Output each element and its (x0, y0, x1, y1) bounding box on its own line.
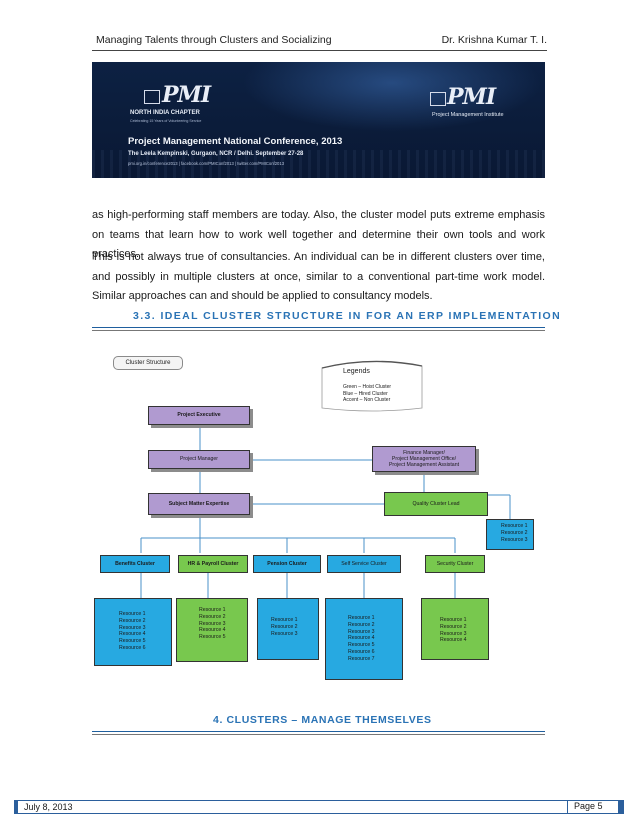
security-resources: Resource 1 Resource 2 Resource 3 Resourc… (421, 598, 489, 660)
section-rule-top (92, 327, 545, 328)
legend-list: Green – Hoist Cluster Blue – Hired Clust… (343, 384, 391, 404)
pmi-logo-right: PMI (447, 84, 496, 110)
header-divider (92, 50, 547, 51)
legend-item-accent: Accent – Non Cluster (343, 397, 391, 403)
section-number: 4. (213, 714, 223, 726)
paragraph-1: as high-performing staff members are tod… (92, 209, 545, 260)
conference-links: pmi.org.in/conference2013 | facebook.com… (128, 161, 285, 166)
project-executive-node: Project Executive (148, 406, 250, 425)
security-cluster-node: Security Cluster (425, 555, 485, 573)
section-heading-4: 4. CLUSTERS – MANAGE THEMSELVES (213, 714, 432, 726)
chapter-name: NORTH INDIA CHAPTER (130, 110, 200, 116)
running-header-author: Dr. Krishna Kumar T. I. (441, 34, 547, 46)
pmi-logo-left: PMI (162, 82, 211, 108)
benefits-resources: Resource 1 Resource 2 Resource 3 Resourc… (94, 598, 172, 666)
legend-title: Legends (343, 368, 370, 375)
section-title: CLUSTERS – MANAGE THEMSELVES (226, 714, 432, 726)
chapter-tagline: Celebrating 15 Years of Volunteering Ser… (130, 119, 202, 123)
quality-lead-node: Quality Cluster Lead (384, 492, 488, 516)
running-header-title: Managing Talents through Clusters and So… (96, 34, 332, 46)
conference-title: Project Management National Conference, … (128, 136, 343, 147)
pension-resources: Resource 1 Resource 2 Resource 3 (257, 598, 319, 660)
self-service-resources: Resource 1 Resource 2 Resource 3 Resourc… (325, 598, 403, 680)
pmi-logo-mark-left (144, 90, 160, 104)
section-number: 3.3. (133, 310, 157, 322)
section-4-rule-top (92, 731, 545, 732)
legend-item-green: Green – Hoist Cluster (343, 384, 392, 390)
benefits-cluster-node: Benefits Cluster (100, 555, 170, 573)
section-title: IDEAL CLUSTER STRUCTURE IN FOR AN ERP IM… (160, 310, 562, 322)
section-4-rule-bottom (92, 734, 545, 735)
project-manager-node: Project Manager (148, 450, 250, 469)
pension-cluster-node: Pension Cluster (253, 555, 321, 573)
pmi-logo-mark-right (430, 92, 446, 106)
section-heading-3-3: 3.3. IDEAL CLUSTER STRUCTURE IN FOR AN E… (133, 310, 561, 322)
footer-page-number: Page 5 (574, 800, 603, 811)
footer-page-box: Page 5 (567, 799, 623, 814)
footer-date: July 8, 2013 (24, 802, 73, 812)
institute-name: Project Management Institute (432, 112, 504, 118)
section-rule-bottom (92, 330, 545, 331)
conference-banner: PMI NORTH INDIA CHAPTER Celebrating 15 Y… (92, 62, 545, 178)
finance-manager-node: Finance Manager/ Project Management Offi… (372, 446, 476, 472)
page-footer: July 8, 2013 Page 5 (14, 799, 624, 814)
hr-payroll-resources: Resource 1 Resource 2 Resource 3 Resourc… (176, 598, 248, 662)
hr-payroll-cluster-node: HR & Payroll Cluster (178, 555, 248, 573)
legend-item-blue: Blue – Hired Cluster (343, 390, 388, 397)
sme-node: Subject Matter Expertise (148, 493, 250, 515)
conference-venue: The Leela Kempinski, Gurgaon, NCR / Delh… (128, 151, 304, 157)
quality-resources-node: Resource 1 Resource 2 Resource 3 (486, 519, 534, 550)
cluster-structure-label: Cluster Structure (113, 356, 183, 370)
self-service-cluster-node: Self Service Cluster (327, 555, 401, 573)
paragraph-2: This is not always true of consultancies… (92, 251, 545, 302)
